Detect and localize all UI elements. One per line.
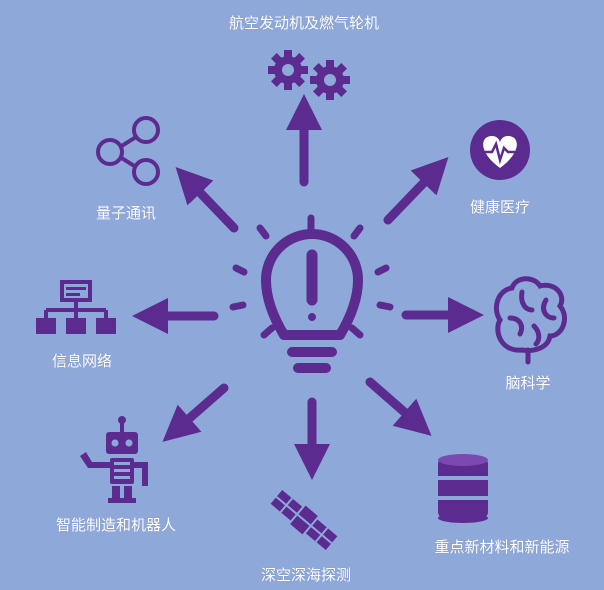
arrow-upper-left (175, 167, 239, 233)
arrow-lower-right (365, 377, 432, 436)
node-label-robotics: 智能制造和机器人 (55, 516, 177, 534)
node-label-materials-energy: 重点新材料和新能源 (434, 538, 570, 556)
robot-icon (80, 416, 148, 503)
node-label-network: 信息网络 (51, 352, 113, 370)
heart-pulse-icon (470, 120, 530, 180)
barrel-icon (438, 454, 488, 523)
node-label-health: 健康医疗 (469, 198, 531, 216)
arrow-lower-left (162, 383, 229, 442)
node-label-space-deep-sea: 深空深海探测 (260, 566, 352, 584)
node-label-brain: 脑科学 (505, 374, 551, 392)
node-label-quantum: 量子通讯 (95, 204, 157, 222)
satellite-icon (270, 489, 338, 551)
node-label-aero-engine: 航空发动机及燃气轮机 (228, 14, 380, 32)
share-icon (96, 116, 160, 186)
gears-icon (268, 50, 350, 100)
arrow-upper-right (383, 157, 449, 225)
network-icon (36, 280, 116, 334)
lightbulb-exclamation-icon (229, 214, 394, 373)
arrows (132, 94, 484, 480)
brain-icon (494, 276, 567, 365)
